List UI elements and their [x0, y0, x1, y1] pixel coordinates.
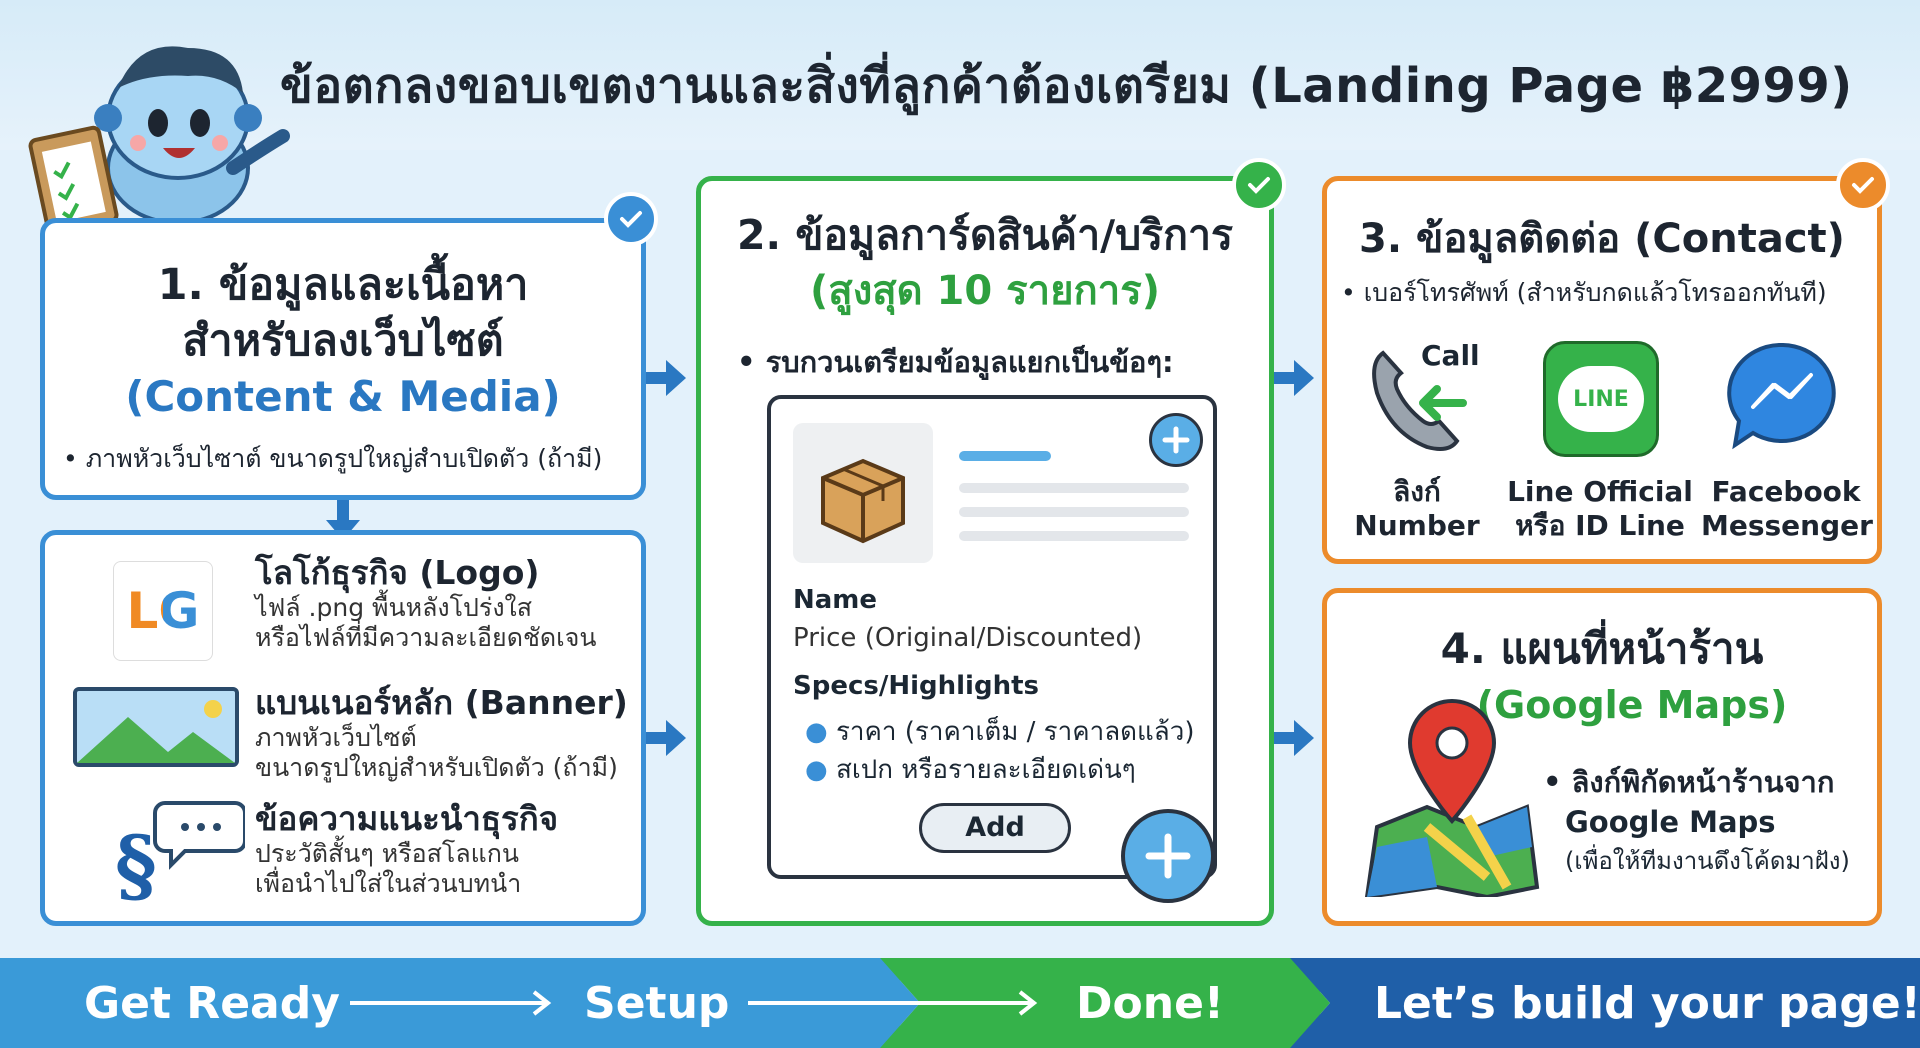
right-arrow-icon — [646, 360, 686, 396]
product-price: Price (Original/Discounted) — [793, 623, 1143, 653]
card3-title: 3. ข้อมูลติดต่อ (Contact) — [1359, 216, 1845, 262]
right-arrow-icon — [1274, 720, 1314, 756]
banner-title: แบนเนอร์หลัก (Banner) — [255, 683, 628, 722]
step-setup: Setup — [584, 978, 730, 1029]
header-band — [0, 0, 1920, 150]
line-icon: LINE — [1558, 366, 1644, 432]
plus-icon — [1162, 426, 1190, 454]
footer-seg-navy — [1290, 958, 1920, 1048]
logo-desc-2: หรือไฟล์ที่มีความละเอียดชัดเจน — [255, 623, 597, 652]
card-content-media: 1. ข้อมูลและเนื้อหา สำหรับลงเว็บไซต์ (Co… — [40, 218, 646, 500]
card4-title: 4. แผนที่หน้าร้าน — [1440, 624, 1764, 673]
page-title: ข้อตกลงขอบเขตงานและสิ่งที่ลูกค้าต้องเตรี… — [280, 58, 1853, 114]
phone-icon — [1372, 350, 1467, 451]
map-bullet: ลิงก์พิกัดหน้าร้านจาก Google Maps (เพื่อ… — [1543, 759, 1850, 880]
svg-text:§: § — [115, 818, 157, 903]
placeholder-line — [959, 483, 1189, 493]
card2-subtitle: (สูงสุด 10 รายการ) — [810, 268, 1160, 314]
map-pin-icon — [1364, 698, 1540, 897]
product-image — [793, 423, 933, 563]
intro-desc-2: เพื่อนำไปใส่ในส่วนบทนำ — [255, 869, 522, 898]
contact-messenger-label: Facebook Messenger — [1701, 475, 1873, 542]
cta-build-page: Let’s build your page! — [1374, 978, 1920, 1029]
progress-footer: Get Ready Setup Done! Let’s build your p… — [0, 958, 1920, 1048]
logo-icon: LG — [126, 582, 200, 640]
check-icon — [1836, 158, 1890, 212]
right-arrow-icon — [1274, 360, 1314, 396]
placeholder-line — [959, 507, 1189, 517]
banner-desc-2: ขนาดรูปใหญ่สำหรับเปิดตัว (ถ้ามี) — [255, 753, 618, 782]
line-logo: LINE — [1543, 341, 1659, 457]
image-icon — [73, 687, 239, 767]
logo-desc-1: ไฟล์ .png พื้นหลังโปร่งใส — [255, 593, 532, 622]
right-arrow-icon — [748, 990, 1038, 1016]
check-icon — [1232, 158, 1286, 212]
card2-bullet: รบกวนเตรียมข้อมูลแยกเป็นข้อๆ: — [737, 339, 1269, 385]
contact-line-label: Line Official หรือ ID Line — [1507, 475, 1693, 542]
plus-icon — [1145, 833, 1191, 879]
logo-title: โลโก้ธุรกิจ (Logo) — [255, 553, 540, 592]
logo-badge: LG — [113, 561, 213, 661]
placeholder-line — [959, 531, 1189, 541]
step-done: Done! — [1076, 978, 1224, 1029]
card2-title: 2. ข้อมูลการ์ดสินค้า/บริการ — [736, 211, 1234, 259]
right-arrow-icon — [646, 720, 686, 756]
messenger-icon — [1727, 342, 1836, 450]
card-contact: 3. ข้อมูลติดต่อ (Contact) เบอร์โทรศัพท์ … — [1322, 176, 1882, 564]
intro-title: ข้อความแนะนำธุรกิจ — [255, 799, 559, 838]
call-label: Call — [1421, 339, 1480, 372]
card1-bullet: ภาพหัวเว็บไซาต์ ขนาดรูปใหญ่สำบเปิดตัว (ถ… — [63, 439, 641, 479]
product-specs: Specs/Highlights — [793, 671, 1039, 701]
card4-subtitle: (Google Maps) — [1476, 683, 1788, 727]
list-item: ข้อความแนะนำธุรกิจ ประวัติสั้นๆ หรือสโลแ… — [255, 799, 558, 899]
add-button[interactable]: Add — [919, 803, 1071, 853]
card1-subtitle: (Content & Media) — [125, 372, 561, 421]
intro-desc-1: ประวัติสั้นๆ หรือสโลแกน — [255, 839, 519, 868]
card-assets-list: LG โลโก้ธุรกิจ (Logo) ไฟล์ .png พื้นหลัง… — [40, 530, 646, 926]
plus-large-button[interactable] — [1121, 809, 1215, 903]
check-icon — [604, 192, 658, 246]
card1-title-line1: 1. ข้อมูลและเนื้อหา — [157, 260, 529, 310]
robot-mascot-icon — [28, 46, 290, 236]
box-icon — [821, 458, 905, 544]
product-name: Name — [793, 585, 878, 615]
text-icon: § — [115, 801, 245, 903]
right-arrow-icon — [350, 990, 552, 1016]
card1-title-line2: สำหรับลงเว็บไซต์ — [182, 316, 504, 366]
plus-small-button[interactable] — [1149, 413, 1203, 467]
card-product-info: 2. ข้อมูลการ์ดสินค้า/บริการ (สูงสุด 10 ร… — [696, 176, 1274, 926]
card3-bullet: เบอร์โทรศัพท์ (สำหรับกดแล้วโทรออกทันที) — [1341, 273, 1877, 313]
step-get-ready: Get Ready — [84, 978, 340, 1029]
banner-desc-1: ภาพหัวเว็บไซต์ — [255, 723, 417, 752]
placeholder-bar — [959, 451, 1051, 461]
contact-phone-label: ลิงก์ Number — [1354, 475, 1480, 542]
spec-item: ● ราคา (ราคาเต็ม / ราคาลดแล้ว) — [805, 717, 1195, 747]
spec-item: ● สเปก หรือรายละเอียดเด่นๆ — [805, 755, 1136, 785]
product-card-mock: Name Price (Original/Discounted) Specs/H… — [767, 395, 1217, 879]
card-google-maps: 4. แผนที่หน้าร้าน (Google Maps) ลิงก์พิก… — [1322, 588, 1882, 926]
list-item: โลโก้ธุรกิจ (Logo) ไฟล์ .png พื้นหลังโปร… — [255, 553, 596, 653]
list-item: แบนเนอร์หลัก (Banner) ภาพหัวเว็บไซต์ ขนา… — [255, 683, 628, 783]
